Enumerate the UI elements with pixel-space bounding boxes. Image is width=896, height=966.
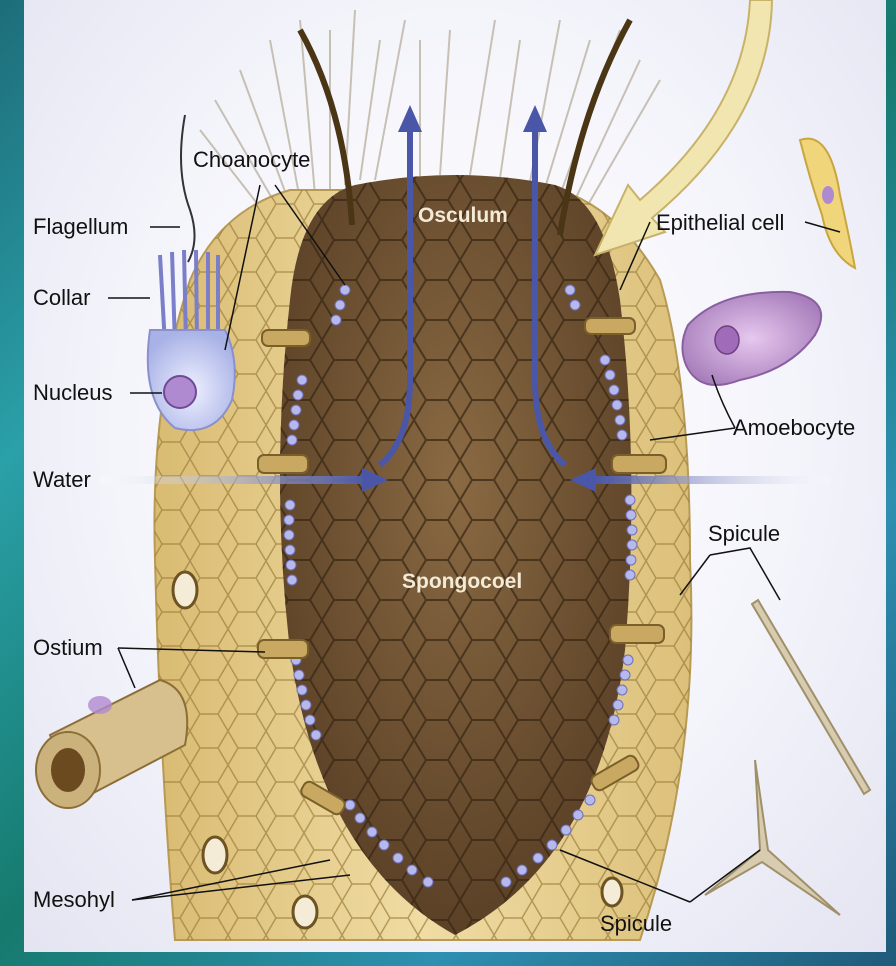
label-epithelial-cell: Epithelial cell [656,210,785,235]
label-amoebocyte: Amoebocyte [733,415,856,440]
water-arrow-right [570,468,830,492]
flow-arrow-up-right [523,105,567,468]
label-collar: Collar [33,285,91,310]
choanocyte-cell [146,114,236,432]
amoebocyte-cell [681,290,823,386]
large-flow-arrow [593,0,774,257]
ostium-tube [35,678,189,809]
wall-pores [257,317,667,816]
label-spicule-lower: Spicule [600,911,673,936]
flow-arrow-up-left [378,105,422,468]
label-spongocoel: Spongocoel [402,570,523,593]
label-choanocyte: Choanocyte [193,147,311,172]
wall-surface-pores [171,570,624,930]
label-nucleus: Nucleus [33,380,113,405]
label-ostium: Ostium [33,635,103,660]
label-flagellum: Flagellum [33,214,129,239]
leader-lines [108,184,841,903]
label-spicule-upper: Spicule [708,521,781,546]
choanocyte-lining [283,284,638,888]
water-arrow-left [100,468,388,492]
label-mesohyl: Mesohyl [33,887,115,912]
label-osculum: Osculum [418,204,508,227]
epithelial-cell [798,137,857,270]
spicule-needle [750,598,872,796]
spicule-triaxon [704,759,841,916]
label-water: Water [33,467,91,492]
